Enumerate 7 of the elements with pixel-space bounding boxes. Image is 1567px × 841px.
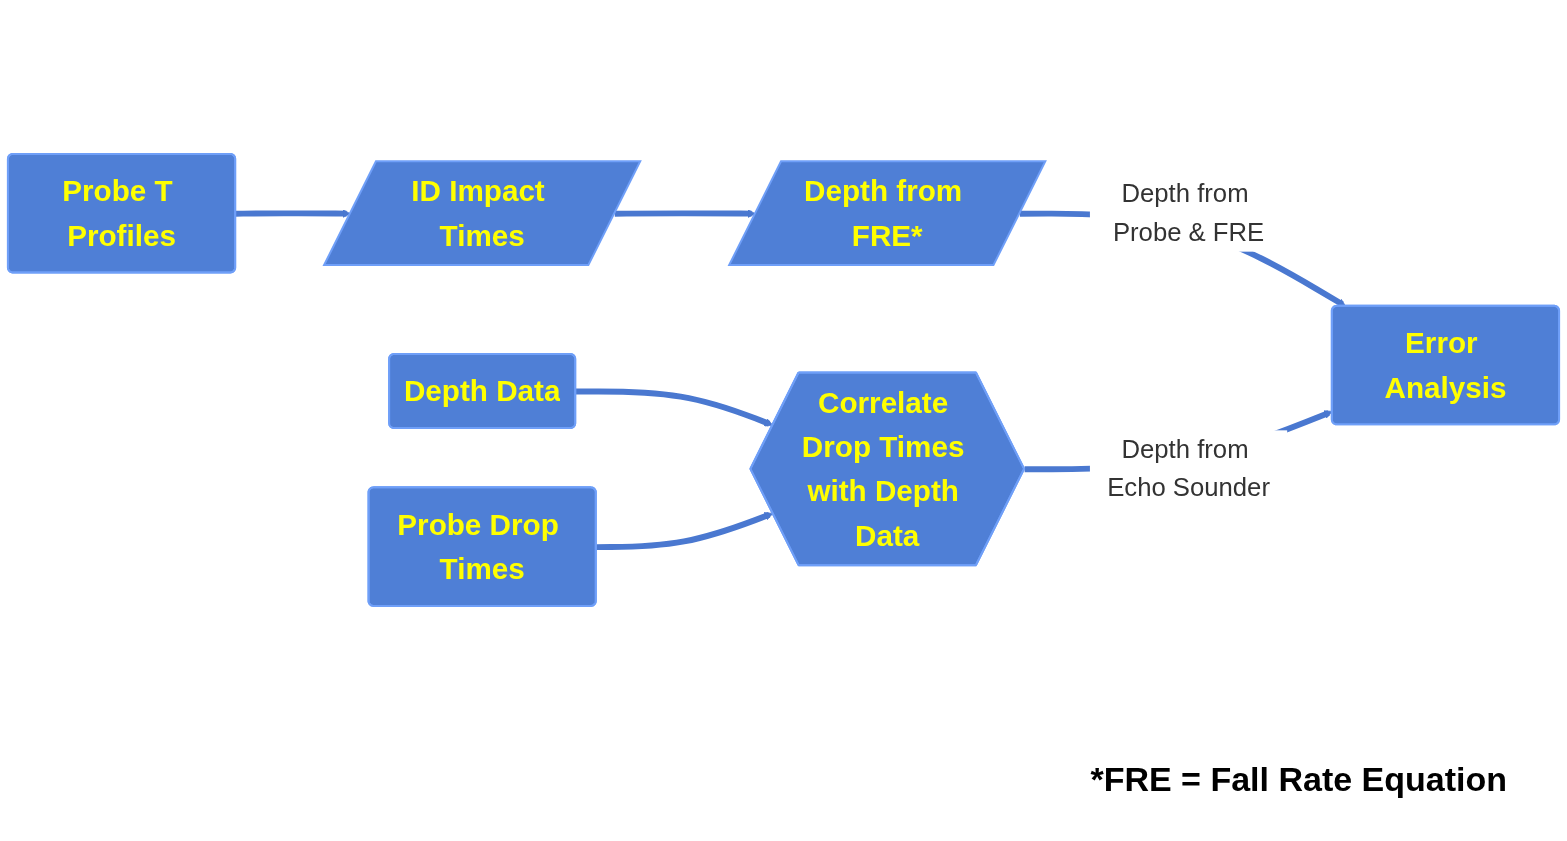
arrow	[575, 388, 774, 427]
arrow	[596, 512, 774, 551]
footnote: *FRE = Fall Rate Equation	[1089, 760, 1507, 799]
edge-label: Depth from Echo Sounder	[1107, 434, 1270, 503]
edge-label: Depth from Probe & FRE	[1112, 178, 1265, 247]
arrow	[614, 209, 756, 219]
arrow	[235, 209, 351, 219]
